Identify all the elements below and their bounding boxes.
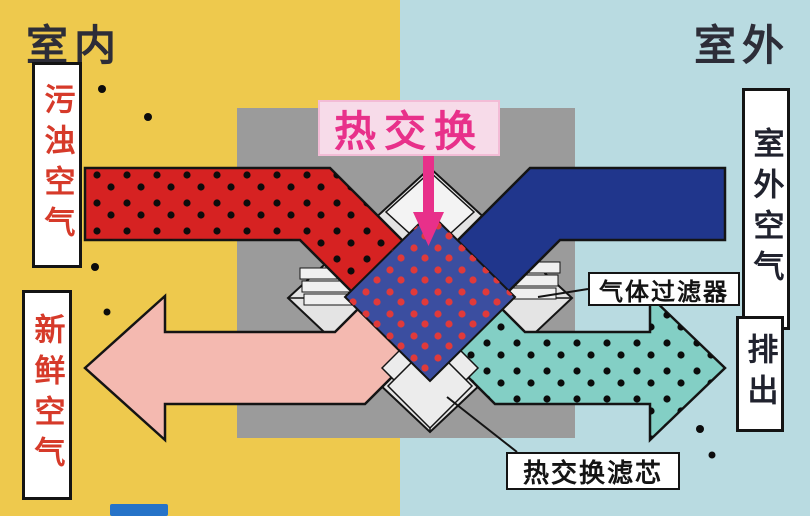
dirty-air-label: 污浊空气 [32,62,82,268]
gas-filter-label: 气体过滤器 [588,272,740,306]
fresh-air-label: 新鲜空气 [22,290,72,500]
core-diamond [343,211,517,383]
scatter-dots [91,85,716,459]
indoor-label: 室内 [26,22,123,69]
outdoor-air-label: 室外空气 [742,88,790,330]
heat-exchange-pointer-arrow [413,152,444,246]
outdoor-label: 室外 [694,22,791,69]
core-pointer-line [446,396,518,453]
heat-exchange-label: 热交换 [318,100,500,156]
watermark-fragment [110,504,168,516]
core-label: 热交换滤芯 [506,452,680,490]
exhaust-label: 排出 [736,316,784,432]
gas-filter-pointer-line [537,288,589,298]
